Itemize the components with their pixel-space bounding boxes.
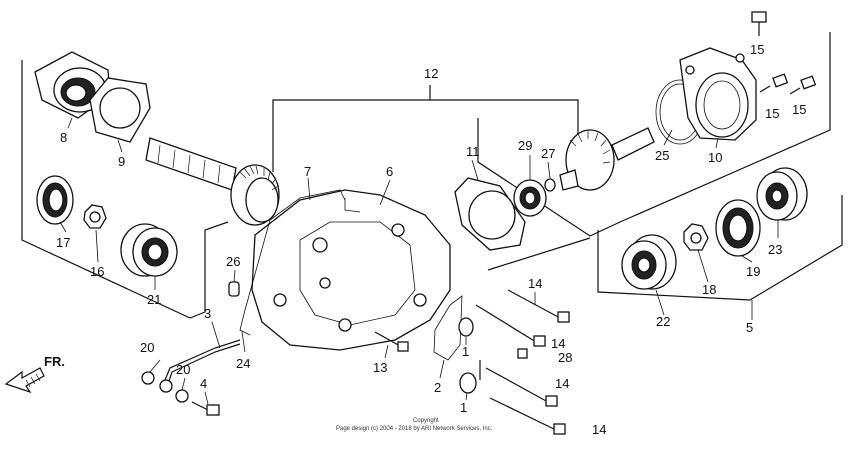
- pinion-shaft: [145, 137, 280, 226]
- gasket-9: [89, 77, 151, 143]
- bearing-22: [621, 234, 677, 290]
- callout-12-bracket: [272, 99, 579, 172]
- washer-20-b: [175, 389, 189, 403]
- bolt-14-b: [475, 304, 546, 347]
- callout-15-b: 15: [765, 106, 779, 121]
- lock-nut-18: [683, 223, 709, 251]
- callout-25: 25: [655, 148, 669, 163]
- callout-26: 26: [226, 254, 240, 269]
- callout-13: 13: [373, 360, 387, 375]
- bearing-29: [513, 179, 547, 217]
- bearing-23: [756, 167, 808, 221]
- right-group-frame: [477, 32, 831, 237]
- callout-17: 17: [56, 235, 70, 250]
- bolt-14-c: [485, 367, 558, 407]
- gasket-7: [239, 189, 346, 336]
- callout-14-d: 14: [592, 422, 606, 437]
- washer-20-a: [141, 371, 155, 385]
- bolt-15-mid: [759, 73, 789, 93]
- bolt-15-top: [751, 11, 767, 36]
- callout-8: 8: [60, 130, 67, 145]
- ring-gear-shaft: [559, 127, 655, 191]
- bearing-race-17: [36, 175, 74, 225]
- callout-2: 2: [434, 380, 441, 395]
- gasket-11: [454, 177, 526, 251]
- bolt-4: [191, 401, 220, 416]
- bolt-14-a: [507, 289, 570, 323]
- callout-7: 7: [304, 164, 311, 179]
- front-direction-arrow: FR.: [4, 354, 65, 394]
- callout-16: 16: [90, 264, 104, 279]
- callout-6: 6: [386, 164, 393, 179]
- callout-23: 23: [768, 242, 782, 257]
- leader-lines: [59, 117, 779, 405]
- callout-1-a: 1: [462, 344, 469, 359]
- circlip-27: [544, 178, 556, 192]
- callout-22: 22: [656, 314, 670, 329]
- callout-15-a: 15: [750, 42, 764, 57]
- callout-4: 4: [200, 376, 207, 391]
- seal-1-b: [459, 372, 477, 394]
- bolt-15-right: [789, 75, 817, 95]
- seal-1-a: [458, 317, 474, 337]
- bearing-21: [120, 223, 178, 277]
- callouts: 12 15 15 15 8 9 7 6 11 29 27 25 10 17 16…: [56, 42, 806, 437]
- callout-27: 27: [541, 146, 555, 161]
- lower-right-frame: [597, 195, 843, 301]
- callout-11: 11: [466, 144, 480, 159]
- callout-20-b: 20: [176, 362, 190, 377]
- callout-9: 9: [118, 154, 125, 169]
- callout-19: 19: [746, 264, 760, 279]
- gasket-2: [433, 295, 463, 361]
- callout-3: 3: [204, 306, 211, 321]
- callout-28: 28: [558, 350, 572, 365]
- copyright-text: Page design (c) 2004 - 2018 by ARI Netwo…: [336, 426, 493, 432]
- dowel-pin-26: [228, 281, 240, 297]
- bearing-housing-10: [679, 47, 757, 141]
- bearing-race-19: [715, 199, 761, 257]
- callout-5: 5: [746, 320, 753, 335]
- callout-15-c: 15: [792, 102, 806, 117]
- case-6: [251, 189, 451, 351]
- callout-14-c: 14: [555, 376, 569, 391]
- callout-18: 18: [702, 282, 716, 297]
- copyright-title: Copyright: [413, 418, 439, 424]
- callout-1-b: 1: [460, 400, 467, 415]
- callout-21: 21: [147, 292, 161, 307]
- front-label: FR.: [44, 354, 65, 369]
- callout-24: 24: [236, 356, 250, 371]
- lock-nut-16: [83, 204, 107, 229]
- callout-29: 29: [518, 138, 532, 153]
- callout-20-a: 20: [140, 340, 154, 355]
- left-group-frame: [21, 60, 229, 319]
- callout-10: 10: [708, 150, 722, 165]
- bolt-28: [517, 348, 528, 359]
- callout-12: 12: [424, 66, 438, 81]
- bolt-14-d: [489, 397, 566, 435]
- callout-14-b: 14: [551, 336, 565, 351]
- bolt-bracket: [487, 237, 591, 271]
- bolt-13: [374, 331, 409, 352]
- breather-tube-3: [164, 339, 241, 381]
- callout-14-a: 14: [528, 276, 542, 291]
